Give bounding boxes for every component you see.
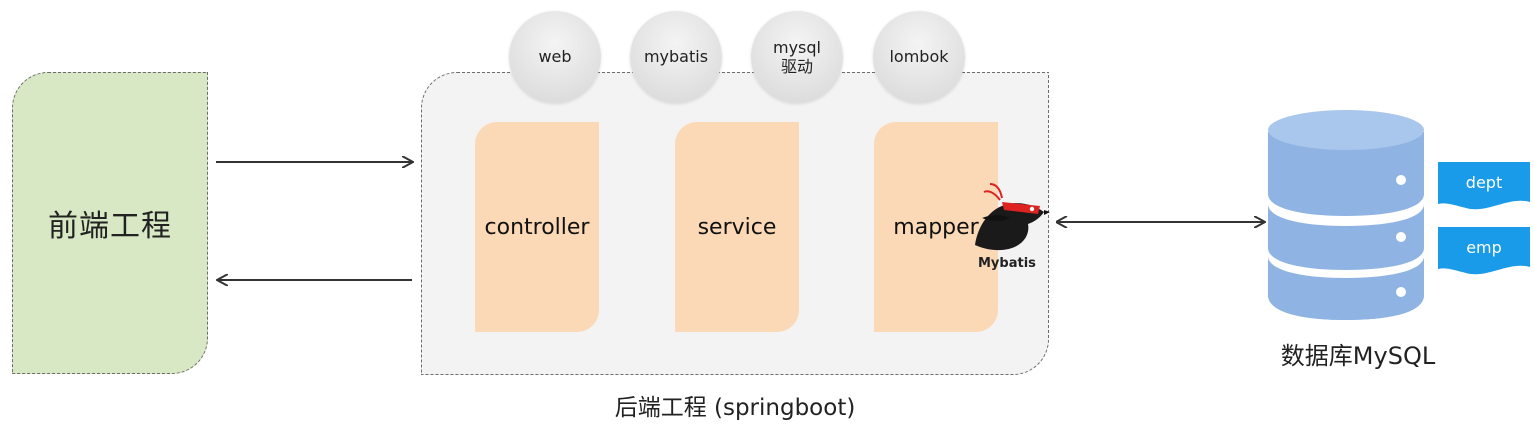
database-icon (1268, 110, 1424, 320)
dependency-lombok-label: lombok (889, 47, 949, 67)
table-tag-emp-label: emp (1466, 238, 1502, 257)
dependency-mybatis-label: mybatis (643, 47, 709, 67)
layer-controller-label: controller (484, 214, 590, 240)
backend-caption: 后端工程 (springboot) (614, 395, 856, 421)
table-tag-emp: emp (1438, 227, 1530, 277)
dependency-mybatis: mybatis (630, 11, 722, 103)
table-tag-emp-shape (1438, 227, 1530, 275)
dependency-web: web (509, 11, 601, 103)
table-tag-dept-shape (1438, 162, 1530, 210)
dependency-mysql-driver: mysql 驱动 (751, 11, 843, 103)
table-tag-dept-label: dept (1465, 173, 1503, 192)
layer-mapper-label: mapper (893, 214, 979, 240)
layer-service-label: service (697, 214, 777, 240)
dependency-mysql-label-line2: 驱动 (780, 57, 813, 76)
dependency-lombok: lombok (873, 11, 965, 103)
dependency-web-label: web (538, 47, 572, 67)
dependency-mysql-label-line1: mysql (773, 37, 821, 57)
database-caption: 数据库MySQL (1280, 342, 1436, 370)
table-tag-dept: dept (1438, 162, 1530, 212)
layer-controller: controller (475, 122, 599, 332)
frontend-label: 前端工程 (48, 209, 172, 244)
mybatis-logo-text: Mybatis (978, 256, 1036, 271)
frontend-block: 前端工程 (12, 72, 208, 374)
mybatis-bird-icon (975, 183, 1050, 251)
layer-service: service (675, 122, 799, 332)
layer-mapper: mapper (874, 122, 998, 332)
